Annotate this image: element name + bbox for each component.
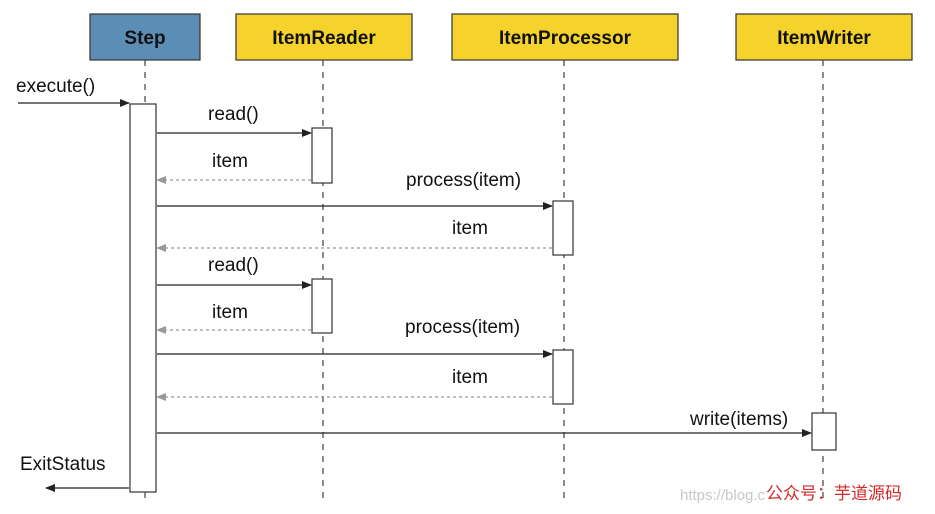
participant-item-writer: ItemWriter — [735, 13, 913, 61]
write-label: write(items) — [689, 409, 788, 430]
participant-item-processor-label: ItemProcessor — [499, 28, 632, 49]
processor-activation-1 — [552, 200, 574, 256]
item-return-label-2: item — [452, 218, 488, 239]
item-return-label-1: item — [212, 151, 248, 172]
participant-item-reader-label: ItemReader — [272, 28, 376, 49]
reader-activation-1 — [311, 127, 333, 184]
reader-activation-2 — [311, 278, 333, 334]
participant-step: Step — [89, 13, 201, 61]
watermark-text: 公众号：芋道源码 — [766, 484, 902, 504]
execute-label: execute() — [16, 76, 95, 97]
participant-step-label: Step — [124, 28, 165, 49]
processor-activation-2 — [552, 349, 574, 405]
participant-item-processor: ItemProcessor — [451, 13, 679, 61]
step-activation — [129, 103, 157, 493]
participant-item-reader: ItemReader — [235, 13, 413, 61]
read-label-2: read() — [208, 255, 259, 276]
exit-status-label: ExitStatus — [20, 454, 106, 475]
read-label-1: read() — [208, 104, 259, 125]
watermark-url: https://blog.c — [680, 487, 766, 504]
writer-activation — [811, 412, 837, 451]
participant-item-writer-label: ItemWriter — [777, 28, 871, 49]
item-return-label-3: item — [212, 302, 248, 323]
process-label-1: process(item) — [406, 170, 521, 191]
item-return-label-4: item — [452, 367, 488, 388]
process-label-2: process(item) — [405, 317, 520, 338]
